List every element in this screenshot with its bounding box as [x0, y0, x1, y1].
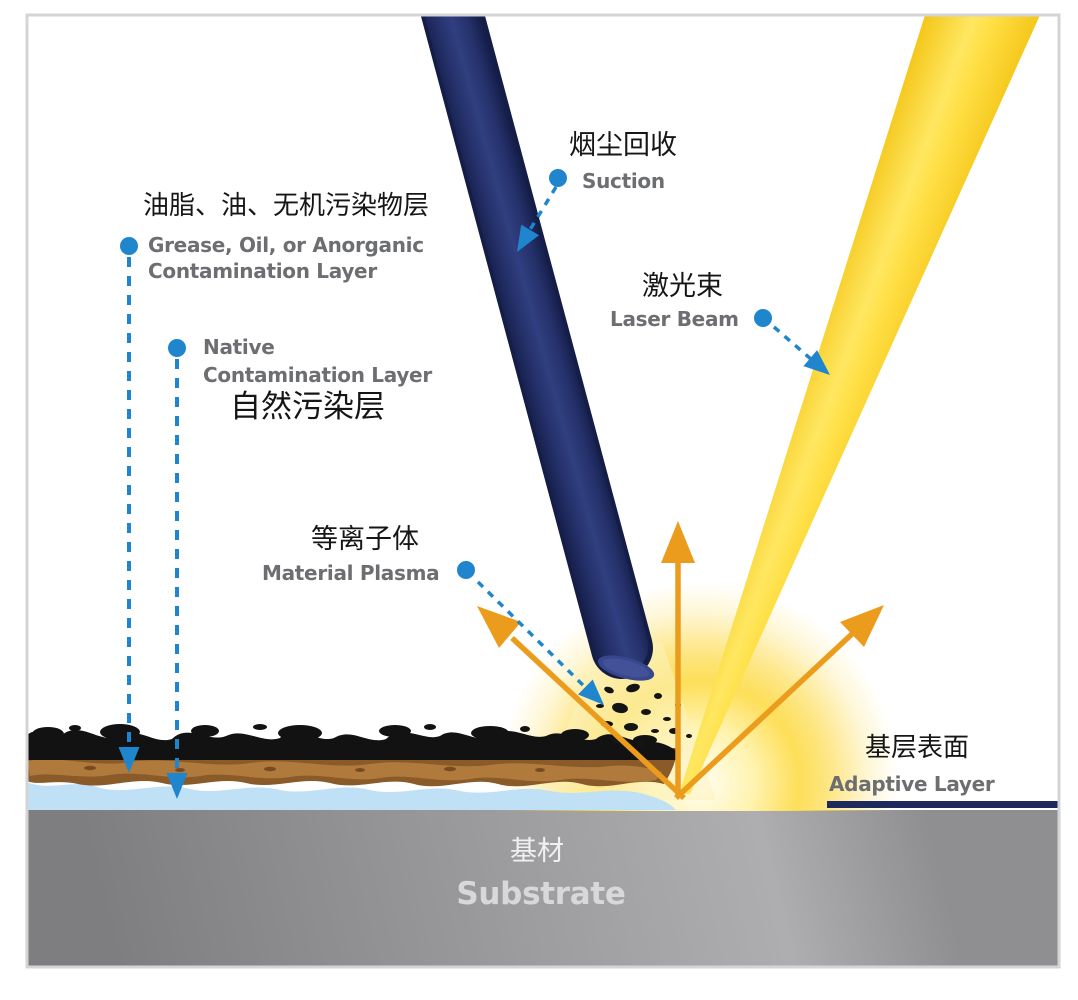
- plasma-callout-dashed-line: [476, 580, 589, 691]
- grime-lumps: [32, 724, 657, 745]
- laser-callout-dot: [754, 309, 772, 327]
- adaptive-label-en: Adaptive Layer: [829, 772, 995, 796]
- laser-label-en: Laser Beam: [610, 307, 739, 331]
- ejection-arrow-upright-shaft: [674, 631, 854, 801]
- grease-callout-arrowhead: [118, 747, 140, 773]
- plasma-label-zh: 等离子体: [311, 524, 419, 555]
- plasma-callout-dot: [457, 561, 475, 579]
- laser-beam-cone: [679, 15, 1040, 794]
- suction-callout-arrowhead: [517, 224, 539, 252]
- grease-label-en-line2: Contamination Layer: [148, 259, 377, 283]
- image-frame-border: [25, 13, 1061, 969]
- substrate-label-en: Substrate: [456, 876, 625, 912]
- plasma-callout-arrowhead: [578, 679, 604, 705]
- grease-label-en-line1: Grease, Oil, or Anorganic: [148, 233, 424, 257]
- laser-label-zh: 激光束: [642, 271, 723, 302]
- callouts: [118, 169, 830, 799]
- native-label-en-line2: Contamination Layer: [203, 363, 432, 387]
- adaptive-label-zh: 基层表面: [865, 733, 969, 763]
- suction-callout-dashed-line: [526, 186, 558, 234]
- adaptive-layer-bar: [827, 801, 1059, 808]
- native-label-zh: 自然污染层: [230, 389, 385, 425]
- ejection-arrow-upleft-head: [477, 606, 521, 648]
- native-callout-arrowhead: [166, 773, 188, 799]
- grease-label-zh: 油脂、油、无机污染物层: [143, 191, 429, 221]
- native-label-en-line1: Native: [203, 335, 274, 359]
- suction-label-en: Suction: [582, 169, 665, 193]
- brown-layer-specks: [84, 765, 545, 772]
- surface-grime-black-layer: [27, 729, 678, 760]
- suction-tube: [420, 15, 655, 681]
- laser-callout-arrowhead: [803, 350, 830, 375]
- grease-callout-dot: [120, 237, 138, 255]
- native-contamination-blue-layer: [27, 782, 676, 810]
- suction-callout-dot: [549, 169, 567, 187]
- ejection-arrow-upright-head: [840, 605, 884, 647]
- ejection-arrow-upleft-shaft: [510, 635, 686, 801]
- ejection-arrows: [477, 521, 884, 801]
- plasma-label-en: Material Plasma: [262, 561, 439, 585]
- suction-label-zh: 烟尘回收: [569, 130, 677, 161]
- native-callout-dot: [168, 339, 186, 357]
- substrate-block: [27, 810, 1059, 967]
- substrate-label-zh: 基材: [510, 836, 564, 867]
- ejection-arrow-up-head: [661, 521, 695, 563]
